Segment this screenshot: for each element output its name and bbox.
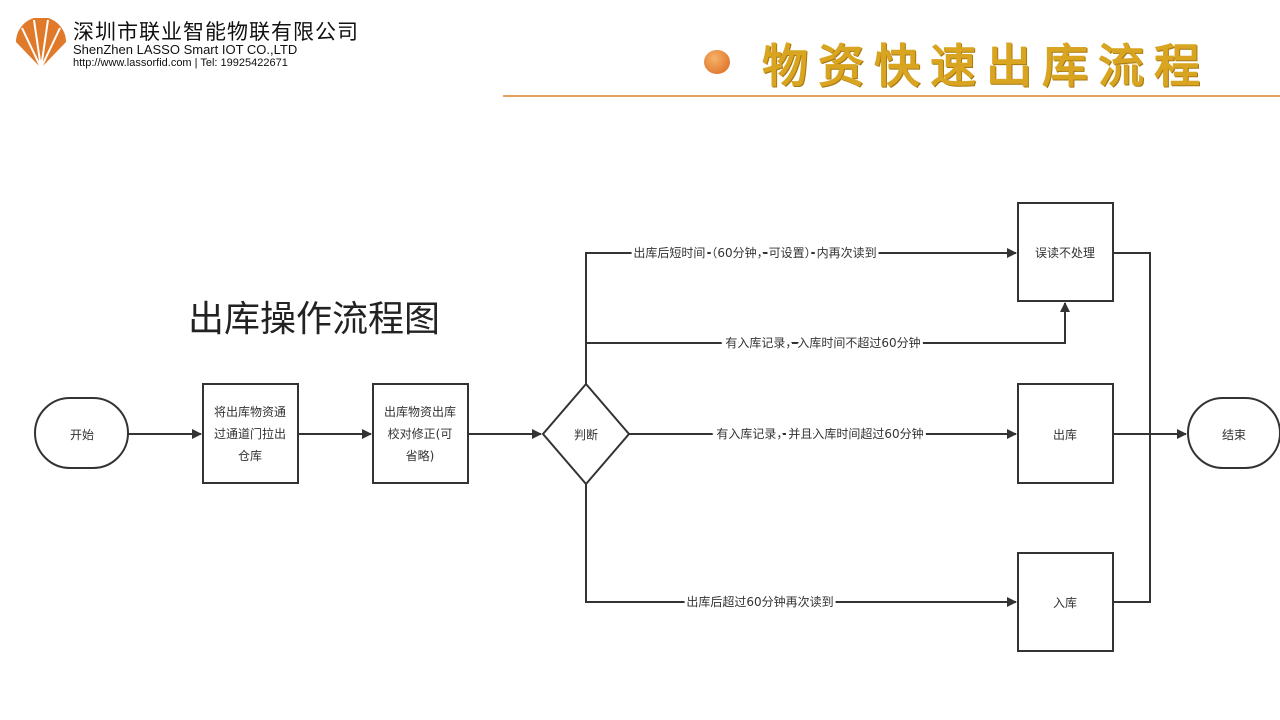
company-name-en: ShenZhen LASSO Smart IOT CO.,LTD xyxy=(73,42,298,57)
out-label: 出库 xyxy=(1053,427,1077,442)
company-name-cn: 深圳市联业智能物联有限公司 xyxy=(73,20,359,44)
step1-label-1: 将出库物资通 xyxy=(214,404,286,419)
company-contact: http://www.lassorfid.com | Tel: 19925422… xyxy=(73,57,288,69)
step2-label-2: 校对修正(可 xyxy=(388,426,453,441)
edge-reread-over-60 xyxy=(585,484,1017,607)
diagram-title: 出库操作流程图 xyxy=(188,299,441,340)
start-node xyxy=(34,397,129,469)
edge-label-within-60: 有入库记录，入库时间不超过60分钟 xyxy=(725,335,920,350)
decision-label: 判断 xyxy=(574,427,598,442)
slide-title: 物资快速出库流程 xyxy=(762,39,1210,93)
step1-node xyxy=(202,383,299,484)
end-node xyxy=(1187,397,1280,469)
decision-node xyxy=(541,382,631,486)
bullet-ball-icon xyxy=(704,50,730,74)
edge-within-60 xyxy=(586,302,1070,344)
out-node xyxy=(1017,383,1114,484)
start-label: 开始 xyxy=(70,428,94,442)
step1-label-3: 仓库 xyxy=(238,448,262,463)
step2-node xyxy=(372,383,469,484)
end-label: 结束 xyxy=(1222,428,1246,442)
in-node xyxy=(1017,552,1114,652)
edge-label-short-time: 出库后短时间（60分钟，可设置）内再次读到 xyxy=(633,245,876,260)
edge-short-time xyxy=(585,248,1017,384)
step2-label-1: 出库物资出库 xyxy=(384,404,456,419)
step2-label-3: 省略) xyxy=(406,448,435,463)
edge-misread-merge xyxy=(1113,252,1151,603)
company-logo-icon xyxy=(16,18,66,69)
edge-label-over-60: 有入库记录，并且入库时间超过60分钟 xyxy=(716,426,923,441)
step1-label-2: 过通道门拉出 xyxy=(214,426,286,441)
in-label: 入库 xyxy=(1053,595,1077,610)
header-divider xyxy=(503,95,1280,97)
edge-label-reread: 出库后超过60分钟再次读到 xyxy=(686,594,833,609)
misread-node xyxy=(1017,202,1114,302)
misread-label: 误读不处理 xyxy=(1035,246,1095,260)
